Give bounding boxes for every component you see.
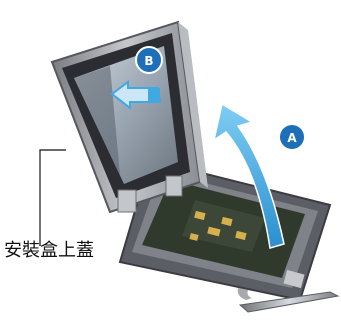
badge-a: A [278, 123, 306, 151]
badge-a-label: A [287, 131, 297, 145]
arrow-b [110, 80, 162, 111]
lid-window-shade [74, 66, 124, 184]
hinge-right [165, 175, 183, 197]
caption-label: 安裝盒上蓋 [4, 240, 94, 261]
gold-contacts [189, 210, 247, 241]
caption-leader-line [39, 149, 66, 246]
arrow-a [212, 102, 285, 249]
lid-edge-right [178, 22, 208, 188]
badge-b: B [135, 46, 163, 74]
badge-b-label: B [144, 54, 153, 68]
base-clip-right [283, 269, 305, 289]
hinge-left [117, 189, 137, 213]
load-lever [237, 288, 340, 313]
load-plate-lid [50, 20, 208, 214]
